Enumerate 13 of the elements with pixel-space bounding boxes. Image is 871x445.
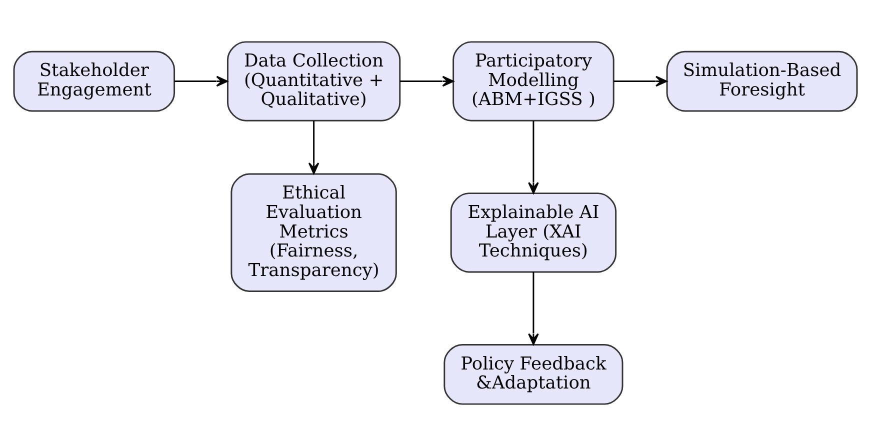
- node-box: Data Collection (Quantitative + Qualitative): [226, 40, 401, 121]
- node-box: Policy Feedback &Adaptation: [444, 343, 624, 404]
- node-box: Simulation-Based Foresight: [666, 50, 858, 112]
- arrow: [614, 75, 668, 86]
- node-box: Stakeholder Engagement: [13, 50, 176, 112]
- node-box: Participatory Modelling (ABM+IGSS ): [452, 40, 614, 121]
- arrow: [528, 120, 539, 194]
- arrow: [528, 272, 539, 345]
- node-box: Ethical Evaluation Metrics (Fairness, Transparency): [230, 172, 397, 292]
- arrow: [174, 75, 228, 86]
- node-box: Explainable AI Layer (XAI Techniques): [450, 192, 617, 272]
- arrow: [308, 120, 320, 174]
- arrow: [400, 75, 454, 86]
